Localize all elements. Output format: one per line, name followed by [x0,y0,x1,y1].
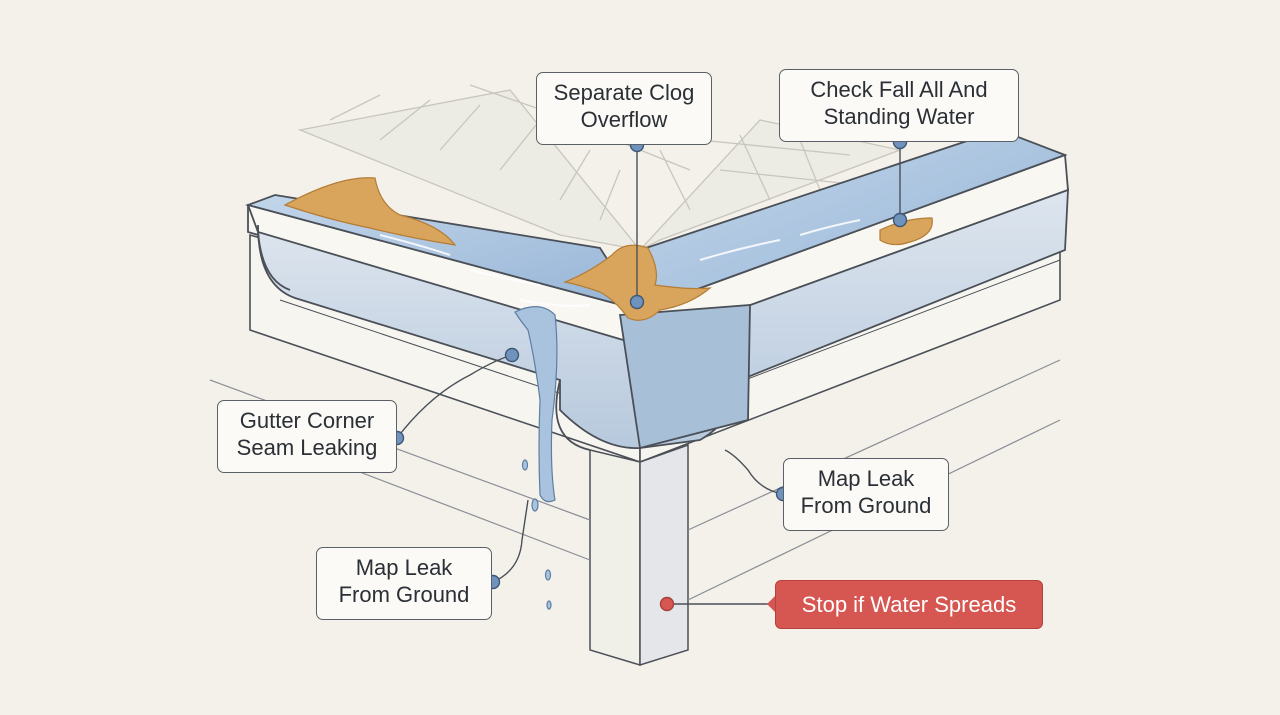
warning-pointer [767,596,775,612]
callout-check-fall: Check Fall All And Standing Water [779,69,1019,142]
leader-lines [396,142,901,605]
warning-marker-dot [659,596,675,612]
callout-map-leak-right: Map Leak From Ground [783,458,949,531]
callout-gutter-corner: Gutter Corner Seam Leaking [217,400,397,473]
callout-stop-warning: Stop if Water Spreads [775,580,1043,629]
callout-separate-clog: Separate Clog Overflow [536,72,712,145]
right-gutter [618,129,1069,450]
water-ripples [379,219,861,307]
leak-stream [514,306,558,610]
corner-post [589,443,689,667]
roof-shingles [297,84,903,251]
callout-map-leak-left: Map Leak From Ground [316,547,492,620]
gutter-end-cap [247,204,291,291]
